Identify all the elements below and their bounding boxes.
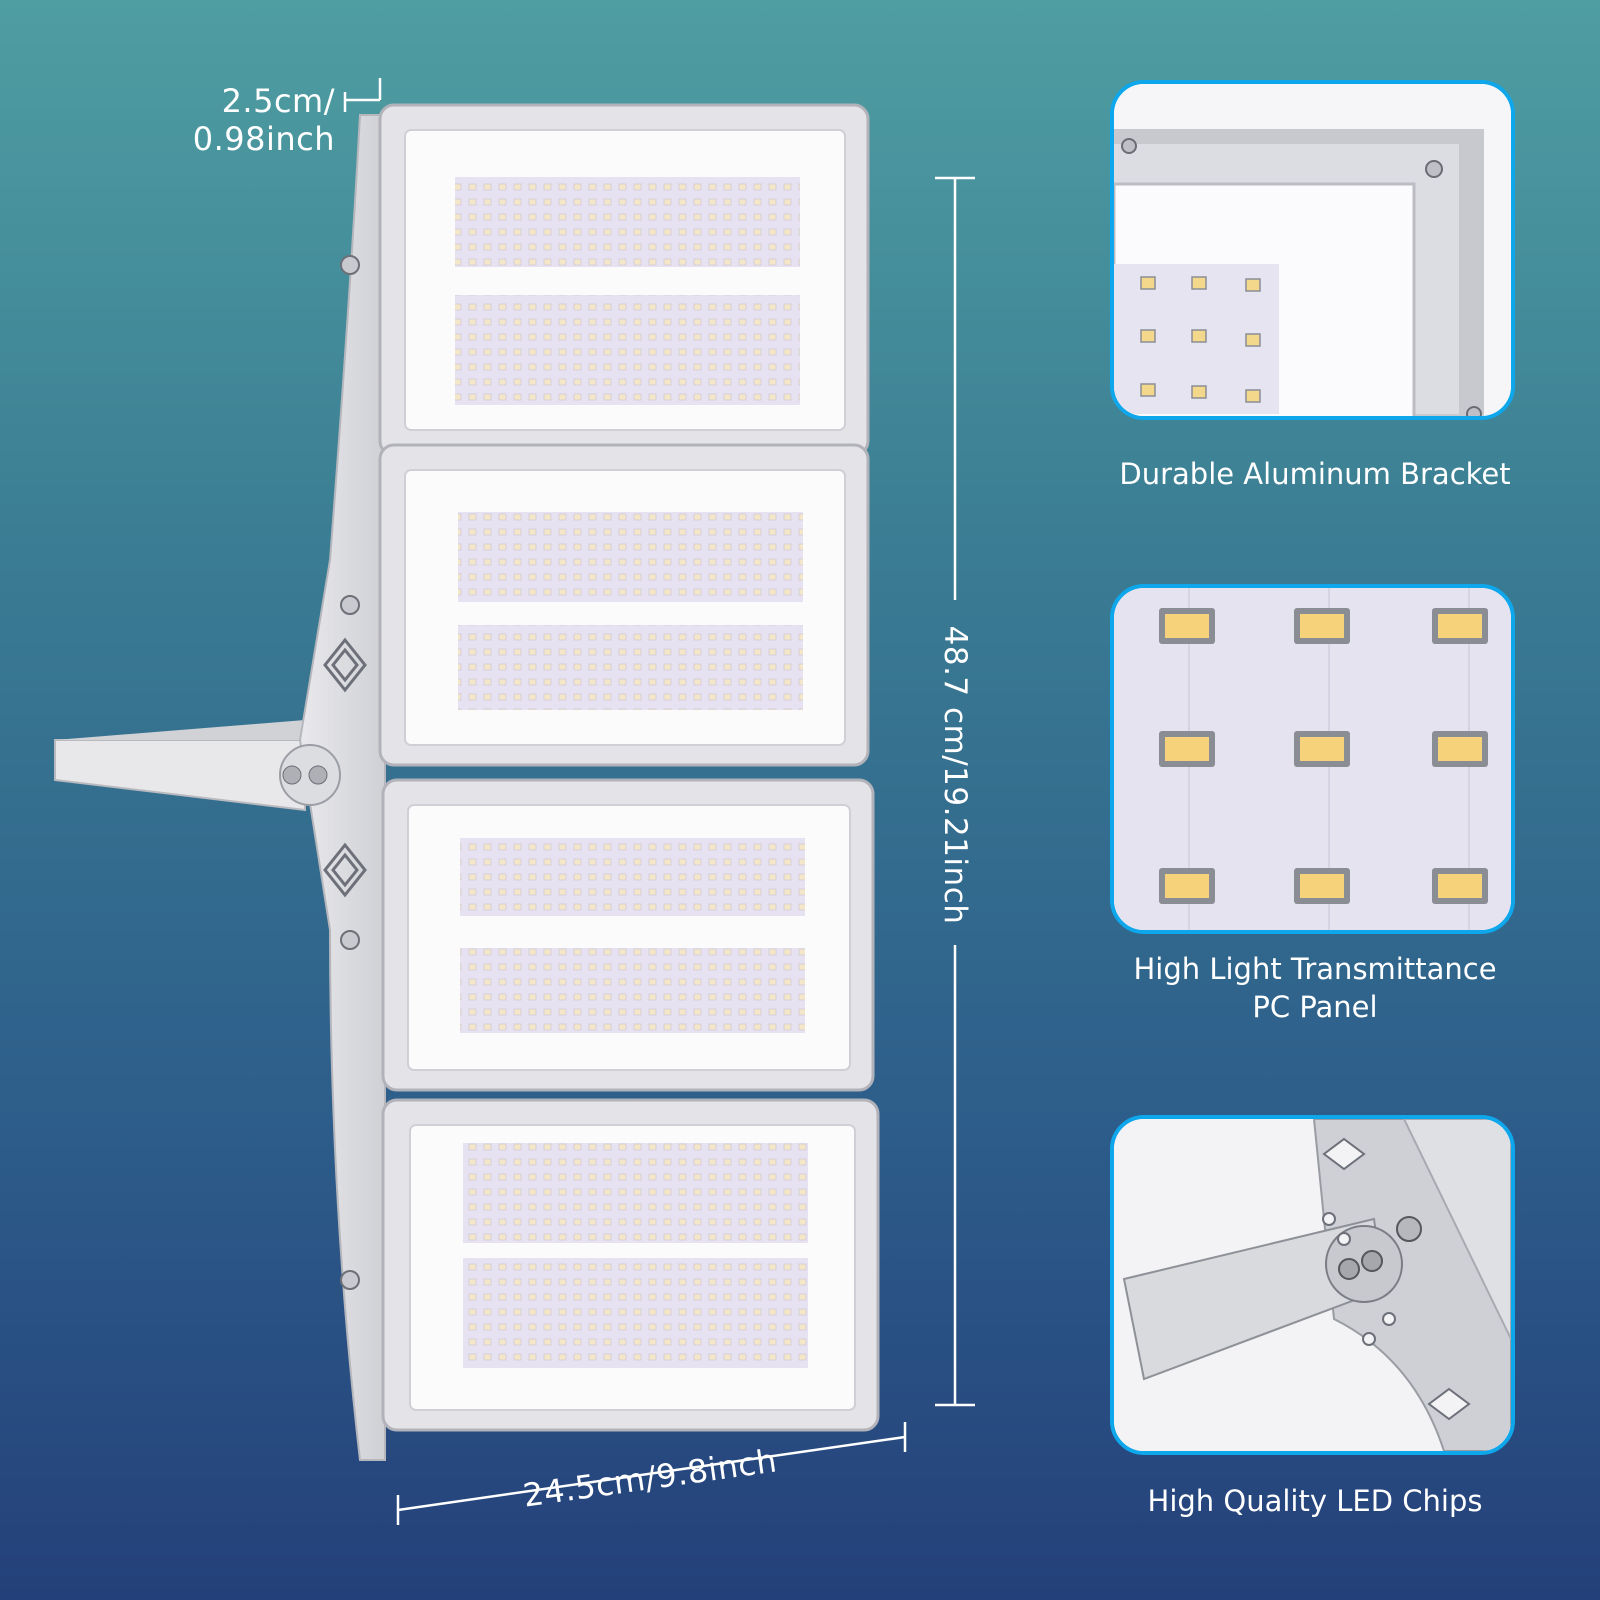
feature-caption-bracket: Durable Aluminum Bracket — [1119, 457, 1511, 491]
height-dimension-label: 48.7 cm/19.21inch — [937, 625, 973, 925]
depth-dimension-label: 2.5cm/ 0.98inch — [192, 82, 335, 158]
bracket-closeup-image — [1114, 84, 1511, 416]
feature-caption-led-chips: High Quality LED Chips — [1147, 1484, 1483, 1518]
floodlight-product-image — [54, 103, 880, 1461]
led-chips-closeup-image — [1114, 588, 1511, 930]
mounting-arm-closeup-image — [1114, 1119, 1511, 1451]
feature-card-bracket — [1110, 80, 1515, 420]
feature-caption-pc-panel: High Light Transmittance PC Panel — [1133, 952, 1497, 1024]
feature-card-pc-panel — [1110, 584, 1515, 934]
feature-card-led-chips — [1110, 1115, 1515, 1455]
